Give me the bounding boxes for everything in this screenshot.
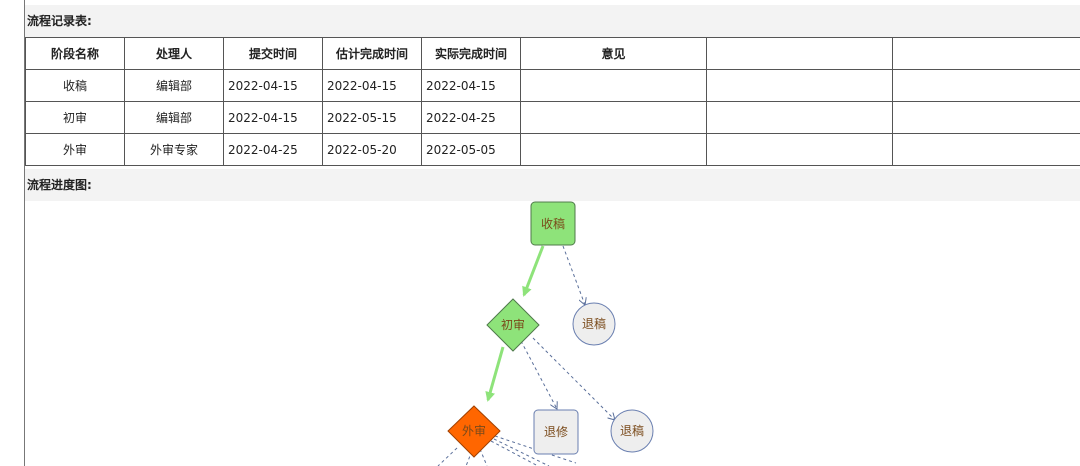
node-shape <box>610 409 654 453</box>
record-section-title: 流程记录表: <box>25 5 1080 37</box>
col-header-estimated-time: 估计完成时间 <box>322 37 422 70</box>
cell-blank <box>892 69 1080 102</box>
node-label: 退稿 <box>582 316 606 331</box>
edge-review-to-reject <box>532 337 615 420</box>
edge-external-outgoing <box>490 440 539 466</box>
cell-actual-time: 2022-05-05 <box>421 133 521 166</box>
node-shape <box>447 405 501 458</box>
cell-handler: 编辑部 <box>124 69 224 102</box>
table-header-row: 阶段名称 处理人 提交时间 估计完成时间 实际完成时间 意见 <box>25 37 1080 70</box>
node-label: 初审 <box>501 317 525 332</box>
col-header-opinion: 意见 <box>520 37 707 70</box>
cell-blank <box>892 133 1080 166</box>
node-label: 收稿 <box>541 216 565 231</box>
col-header-blank <box>892 37 1080 70</box>
edge-review-to-revise <box>520 340 557 409</box>
edge-external-outgoing <box>437 447 458 466</box>
table-row: 外审 外审专家 2022-04-25 2022-05-20 2022-05-05 <box>25 133 1080 166</box>
cell-actual-time: 2022-04-25 <box>421 101 521 134</box>
node-label: 外审 <box>462 423 486 438</box>
cell-submit-time: 2022-04-25 <box>223 133 323 166</box>
cell-blank <box>706 133 893 166</box>
node-revise[interactable]: 退修 <box>533 409 579 455</box>
node-shape <box>486 298 540 352</box>
cell-stage: 外审 <box>25 133 125 166</box>
cell-estimated-time: 2022-05-20 <box>322 133 422 166</box>
cell-submit-time: 2022-04-15 <box>223 69 323 102</box>
table-row: 收稿 编辑部 2022-04-15 2022-04-15 2022-04-15 <box>25 69 1080 102</box>
cell-blank <box>706 101 893 134</box>
col-header-actual-time: 实际完成时间 <box>421 37 521 70</box>
node-first-review[interactable]: 初审 <box>486 298 540 352</box>
cell-opinion <box>520 69 707 102</box>
cell-estimated-time: 2022-05-15 <box>322 101 422 134</box>
node-label: 退稿 <box>620 423 644 438</box>
table-row: 初审 编辑部 2022-04-15 2022-05-15 2022-04-25 <box>25 101 1080 134</box>
process-flow-diagram: 收稿 退稿 初审 退修 退稿 外审 <box>437 201 654 466</box>
edge-receive-to-reject <box>562 245 585 305</box>
cell-handler: 编辑部 <box>124 101 224 134</box>
cell-stage: 初审 <box>25 101 125 134</box>
process-record-table: 阶段名称 处理人 提交时间 估计完成时间 实际完成时间 意见 收稿 编辑部 20… <box>25 37 1080 166</box>
cell-handler: 外审专家 <box>124 133 224 166</box>
cell-opinion <box>520 133 707 166</box>
edge-external-outgoing <box>479 448 488 466</box>
node-label: 退修 <box>544 424 568 439</box>
edge-external-outgoing <box>493 438 550 466</box>
node-shape <box>530 201 576 246</box>
node-reject-1[interactable]: 退稿 <box>572 302 616 346</box>
cell-stage: 收稿 <box>25 69 125 102</box>
edge-review-to-external <box>485 346 505 402</box>
cell-blank <box>706 69 893 102</box>
node-external-review[interactable]: 外审 <box>447 405 501 458</box>
node-receive[interactable]: 收稿 <box>530 201 576 246</box>
cell-blank <box>892 101 1080 134</box>
cell-estimated-time: 2022-04-15 <box>322 69 422 102</box>
node-shape <box>572 302 616 346</box>
col-header-submit-time: 提交时间 <box>223 37 323 70</box>
cell-submit-time: 2022-04-15 <box>223 101 323 134</box>
content-frame <box>24 0 1080 466</box>
progress-section-title: 流程进度图: <box>25 169 1080 201</box>
edge-receive-to-review <box>522 245 545 297</box>
cell-actual-time: 2022-04-15 <box>421 69 521 102</box>
node-shape <box>533 409 579 455</box>
cell-opinion <box>520 101 707 134</box>
col-header-stage-name: 阶段名称 <box>25 37 125 70</box>
col-header-blank <box>706 37 893 70</box>
node-reject-2[interactable]: 退稿 <box>610 409 654 453</box>
col-header-handler: 处理人 <box>124 37 224 70</box>
